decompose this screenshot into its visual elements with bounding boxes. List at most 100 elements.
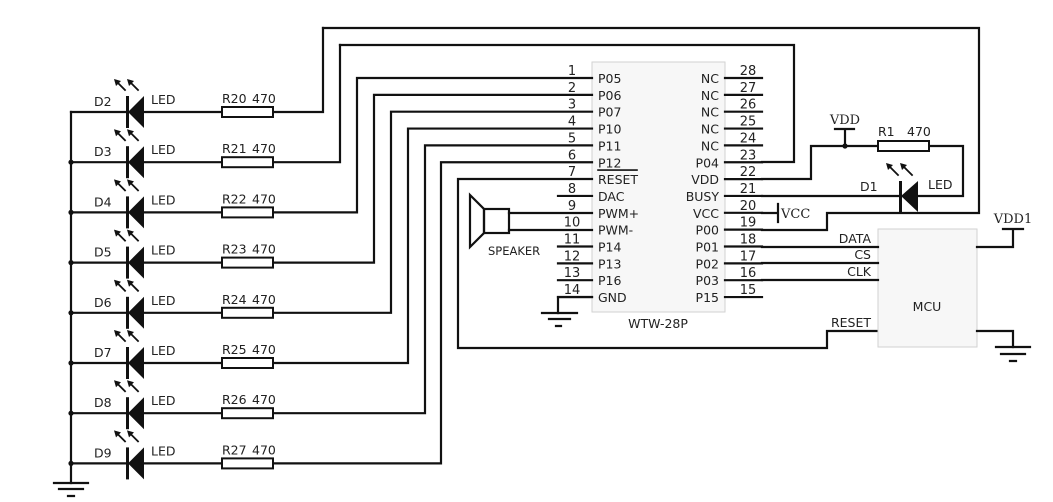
vdd1-label: VDD1 (993, 212, 1033, 227)
resistor (221, 206, 274, 219)
led-type-label: LED (151, 142, 176, 157)
resistor (221, 407, 274, 420)
led-cathode-bar (126, 146, 129, 179)
pin-number: 25 (740, 115, 757, 130)
resistor (221, 106, 274, 118)
pin-label: P10 (598, 122, 621, 137)
pin-label: P16 (598, 273, 621, 288)
diode-label: D8 (94, 395, 112, 410)
pin-label: NC (701, 122, 719, 137)
signal-wire (271, 93, 594, 264)
pin-label: DAC (598, 189, 625, 204)
pin-label: P11 (598, 138, 621, 153)
led-cathode-bar (126, 397, 129, 430)
pin-number: 9 (568, 199, 576, 214)
signal-wire (271, 76, 594, 214)
reset-wire (456, 177, 880, 350)
signal-wire (271, 127, 594, 365)
led-icon (114, 129, 144, 179)
resistor-label: R23 (222, 242, 247, 257)
signal-wire (271, 110, 594, 314)
arrowheads (114, 129, 134, 137)
pin-number: 16 (740, 266, 757, 281)
resistor-label: R25 (222, 342, 247, 357)
led-triangle (128, 146, 144, 179)
pin-number: 18 (740, 233, 757, 248)
pin-label: P02 (696, 256, 719, 271)
vcc-wire (760, 202, 780, 224)
pin-label: P01 (696, 240, 719, 255)
resistor-label: R21 (222, 141, 247, 156)
ground-symbol-mcu (994, 345, 1032, 363)
pin-number: 3 (568, 98, 576, 113)
led-type-label: LED (151, 293, 176, 308)
pin-label: VDD (691, 172, 719, 187)
mcu-reset-label: RESET (831, 315, 871, 330)
pin-label: GND (598, 290, 627, 305)
led-cathode-bar (126, 196, 129, 229)
led-type-label: LED (151, 393, 176, 408)
d1-label: D1 (860, 179, 878, 194)
diode-label: D5 (94, 245, 112, 260)
pin-number: 11 (564, 233, 581, 248)
resistor-value: 470 (252, 191, 276, 206)
resistor (221, 457, 274, 470)
pin-number: 17 (740, 249, 757, 264)
speaker-label: SPEAKER (488, 244, 540, 258)
pin-label: RESET (598, 172, 638, 187)
arrowheads (114, 229, 134, 237)
pin-label: P04 (696, 155, 719, 170)
pin-number: 14 (564, 283, 581, 298)
led-icon (114, 229, 144, 279)
pin-label: P03 (696, 273, 719, 288)
led-icon (114, 179, 144, 229)
diode-label: D2 (94, 94, 112, 109)
pin-number: 21 (740, 182, 757, 197)
led-row: D9 LED R27 470 (68, 161, 594, 480)
p00-wire (321, 26, 981, 232)
d1-type: LED (928, 177, 953, 192)
pin-number: 10 (564, 216, 581, 231)
led-triangle (128, 246, 144, 279)
ground-symbol-chip (540, 311, 579, 328)
led-icon (114, 330, 144, 379)
resistor-label: R27 (222, 442, 247, 457)
led-icon (114, 79, 144, 128)
diode-label: D3 (94, 144, 112, 159)
resistor (221, 156, 274, 169)
arrowheads (114, 279, 134, 287)
arrowheads (114, 380, 134, 388)
led-row: D5 LED R23 470 (68, 93, 594, 279)
pin-label: VCC (693, 206, 719, 221)
pin-number: 5 (568, 131, 576, 146)
signal-wire (271, 161, 594, 465)
resistor-label: R20 (222, 91, 247, 106)
diode-label: D4 (94, 194, 112, 209)
pin-label: PWM+ (598, 206, 639, 221)
signal-wire (271, 43, 342, 164)
vdd1-wire (975, 227, 1025, 249)
resistor-value: 470 (252, 242, 276, 257)
vdd-label: VDD (829, 113, 860, 128)
resistor-value: 470 (252, 292, 276, 307)
led-cathode-bar (126, 347, 129, 379)
pin-label: P12 (598, 155, 621, 170)
pin-number: 2 (568, 81, 576, 96)
led-icon (114, 279, 144, 329)
led-type-label: LED (151, 443, 176, 458)
chip-name: WTW-28P (628, 316, 688, 331)
pin-number: 27 (740, 81, 757, 96)
pin-label: P07 (598, 105, 621, 120)
mcu-gnd-wire (975, 329, 1015, 349)
diode-label: D9 (94, 445, 112, 460)
led-triangle (128, 347, 144, 379)
resistor-r1 (877, 140, 930, 152)
pin-number: 13 (564, 266, 581, 281)
pin-number: 26 (740, 98, 757, 113)
p04-wire (338, 43, 796, 164)
led-icon (114, 430, 144, 480)
